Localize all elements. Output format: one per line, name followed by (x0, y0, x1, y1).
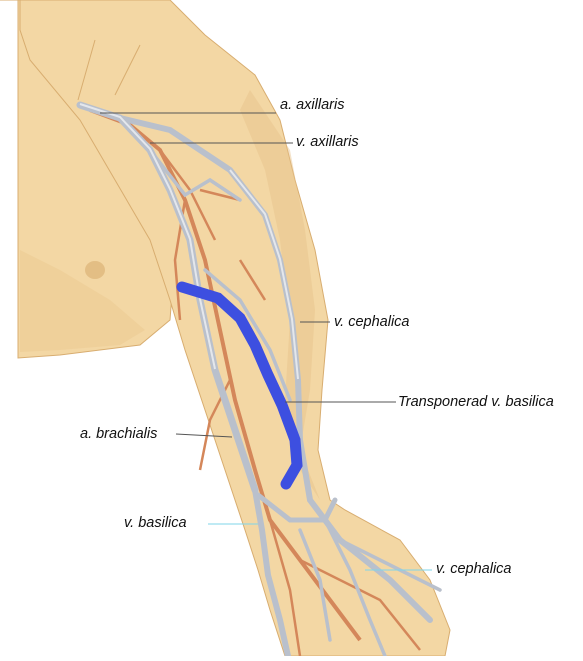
label-v-cephalica-upper: v. cephalica (334, 315, 410, 330)
label-a-brachialis: a. brachialis (80, 427, 157, 442)
label-v-axillaris: v. axillaris (296, 135, 359, 150)
label-transponerad-v-basilica: Transponerad v. basilica (398, 395, 554, 410)
nipple-mark (85, 261, 105, 279)
label-a-axillaris: a. axillaris (280, 98, 344, 113)
label-v-basilica: v. basilica (124, 516, 187, 531)
label-v-cephalica-lower: v. cephalica (436, 562, 512, 577)
